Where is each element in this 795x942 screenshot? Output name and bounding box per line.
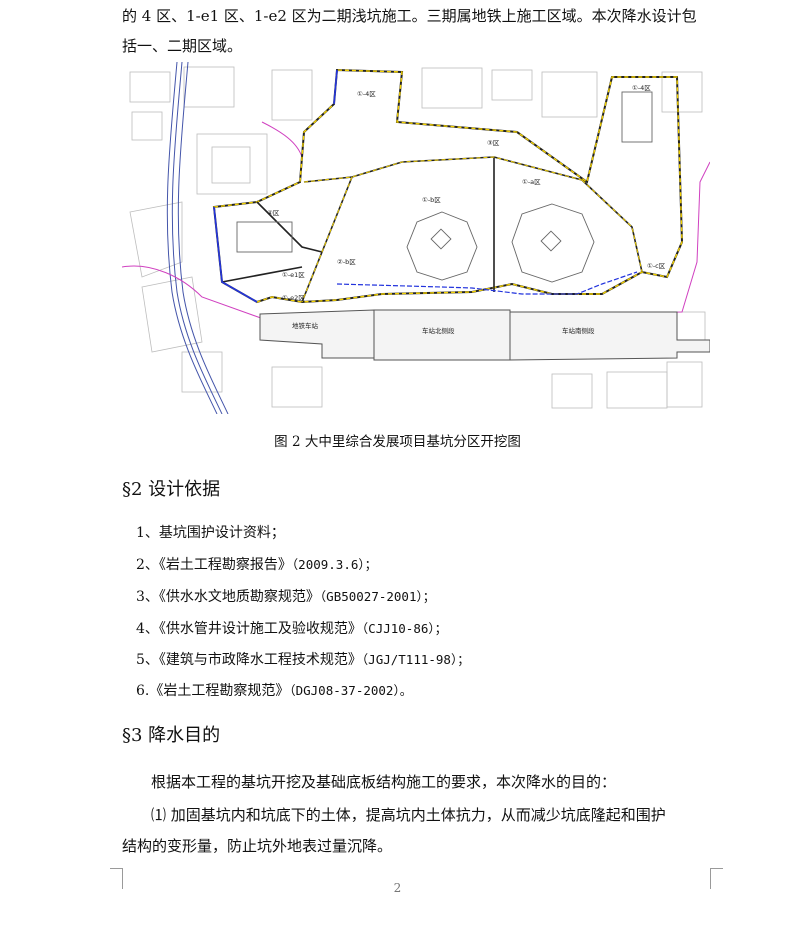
list-item: 3、《供水水文地质勘察规范》（GB50027-2001）；: [136, 589, 436, 605]
label-z1b: ①-b区: [422, 196, 441, 204]
label-z4-right: ①-4区: [632, 84, 651, 92]
label-z1e2: ①-e2区: [282, 294, 305, 302]
list-item: 5、《建筑与市政降水工程技术规范》（JGJ/T111-98）；: [136, 652, 470, 668]
site-plan-figure: ①-4区 ③区 ①-4区 ①-b区 ①-a区 ④区 ①-e1区 ①-e2区 ②-…: [122, 62, 710, 414]
label-z1a: ①-a区: [522, 178, 541, 186]
dewatering-line: [336, 271, 638, 295]
corner-mark-right: [710, 868, 723, 889]
tanks: [236, 91, 653, 283]
label-station-3: 车站南侧段: [562, 326, 595, 335]
label-station-1: 地铁车站: [292, 321, 319, 330]
station-box: [259, 309, 710, 361]
page-number: 2: [393, 881, 402, 895]
section-2-heading: §2 设计依据: [122, 479, 221, 500]
label-z2b: ②-b区: [337, 258, 356, 266]
body-paragraph-3: 结构的变形量，防止坑外地表过量沉降。: [122, 837, 393, 855]
list-item: 1、基坑围护设计资料；: [136, 525, 285, 541]
label-z3: ③区: [487, 139, 500, 147]
figure-caption: 图 2 大中里综合发展项目基坑分区开挖图: [274, 434, 521, 450]
body-paragraph-1: 根据本工程的基坑开挖及基础底板结构施工的要求，本次降水的目的：: [151, 773, 617, 791]
list-item: 4、《供水管井设计施工及验收规范》（CJJ10-86）；: [136, 621, 448, 637]
label-z4b: ④区: [267, 209, 280, 217]
site-boundary: [122, 161, 710, 323]
label-z1c: ①-c区: [647, 262, 666, 270]
intro-line-1: 的 4 区、1-e1 区、1-e2 区为二期浅坑施工。三期属地铁上施工区域。本次…: [122, 7, 697, 25]
corner-mark-left: [110, 868, 123, 889]
intro-line-2: 括一、二期区域。: [122, 37, 243, 55]
list-item: 6.《岩土工程勘察规范》（DGJ08-37-2002）。: [136, 683, 413, 699]
label-z4: ①-4区: [357, 90, 376, 98]
label-station-2: 车站北侧段: [422, 326, 455, 335]
label-z1e1: ①-e1区: [282, 271, 305, 279]
list-item: 2、《岩土工程勘察报告》（2009.3.6）；: [136, 557, 378, 573]
section-3-heading: §3 降水目的: [122, 725, 221, 746]
body-paragraph-2: ⑴ 加固基坑内和坑底下的土体，提高坑内土体抗力，从而减少坑底隆起和围护: [151, 806, 666, 824]
